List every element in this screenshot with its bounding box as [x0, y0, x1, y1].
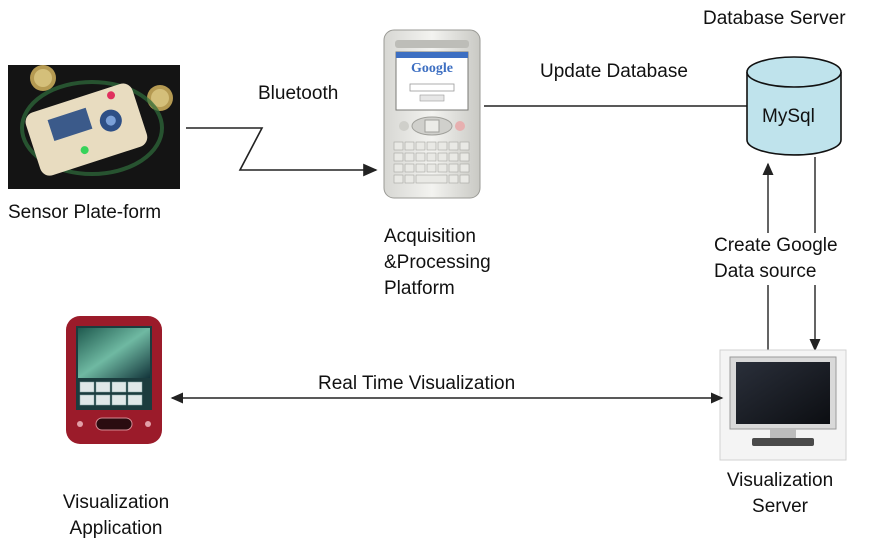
visualization-server-label-line2: Server: [752, 496, 808, 517]
acquisition-label-line2: &Processing: [384, 252, 491, 273]
bluetooth-arrow: [186, 127, 378, 177]
real-time-label: Real Time Visualization: [318, 373, 516, 394]
mysql-label: MySql: [762, 106, 815, 127]
create-google-label: Create Google Data source: [714, 233, 838, 285]
acquisition-label: Acquisition &Processing Platform: [384, 224, 491, 302]
monitor-image: [719, 349, 847, 461]
mysql-cylinder: [746, 56, 842, 156]
sensor-platform-label: Sensor Plate-form: [8, 202, 162, 223]
google-logo: Google: [396, 60, 468, 78]
bluetooth-label: Bluetooth: [258, 83, 339, 104]
create-google-label-line1: Create Google: [714, 235, 838, 256]
update-database-label: Update Database: [540, 61, 688, 82]
database-server-label: Database Server: [703, 8, 846, 29]
acquisition-phone-image: [383, 29, 481, 199]
visualization-phone-image: [58, 316, 170, 448]
visualization-server-label-line1: Visualization: [726, 470, 834, 491]
visualization-server-label: Visualization Server: [690, 468, 870, 520]
visualization-app-label-line1: Visualization: [62, 492, 170, 513]
acquisition-label-line1: Acquisition: [384, 226, 476, 247]
google-logo-text: Google: [411, 61, 453, 76]
acquisition-label-line3: Platform: [384, 278, 455, 299]
create-google-label-line2: Data source: [714, 261, 817, 282]
sensor-platform-image: [8, 65, 180, 189]
visualization-app-label: Visualization Application: [26, 490, 206, 542]
visualization-app-label-line2: Application: [69, 518, 163, 539]
